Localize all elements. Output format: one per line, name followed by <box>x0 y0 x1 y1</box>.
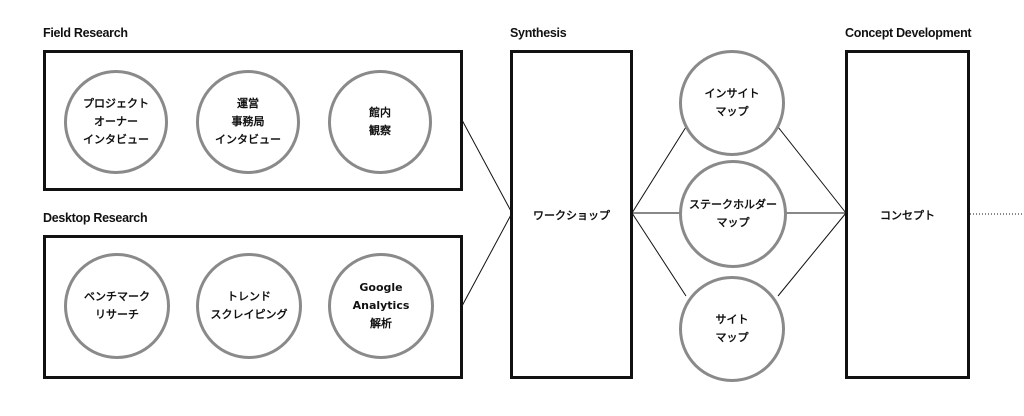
field-research-label: Field Research <box>43 26 128 40</box>
synthesis-item-insight-map: インサイト マップ <box>679 50 785 156</box>
concept-box: コンセプト <box>845 50 970 379</box>
synthesis-item-label: ステークホルダー マップ <box>689 198 777 229</box>
connector-workshop-to-insight <box>631 126 687 214</box>
desktop-item-google-analytics: Google Analytics 解析 <box>328 253 434 359</box>
connector-desktop-to-workshop <box>461 212 513 307</box>
desktop-item-trend-scraping: トレンド スクレイピング <box>196 253 302 359</box>
desktop-item-label: トレンド スクレイピング <box>210 290 288 321</box>
desktop-item-benchmark-research: ベンチマーク リサーチ <box>64 253 170 359</box>
field-item-label: 運営 事務局 インタビュー <box>215 97 281 146</box>
synthesis-item-site-map: サイト マップ <box>679 276 785 382</box>
synthesis-item-label: サイト マップ <box>715 313 749 344</box>
field-item-onsite-observation: 館内 観察 <box>328 70 432 174</box>
concept-development-label: Concept Development <box>845 26 972 40</box>
desktop-item-label: ベンチマーク リサーチ <box>84 290 150 321</box>
desktop-item-label: Google Analytics 解析 <box>352 281 410 330</box>
synthesis-label: Synthesis <box>510 26 567 40</box>
field-item-label: プロジェクト オーナー インタビュー <box>83 97 149 146</box>
synthesis-item-stakeholder-map: ステークホルダー マップ <box>679 160 787 268</box>
workshop-box: ワークショップ <box>510 50 633 379</box>
workshop-label: ワークショップ <box>533 208 610 222</box>
synthesis-item-label: インサイト マップ <box>704 87 760 118</box>
connector-sitemap-to-concept <box>777 212 847 297</box>
connector-field-to-workshop <box>461 119 513 214</box>
concept-label: コンセプト <box>880 208 935 222</box>
connector-insight-to-concept <box>777 126 847 214</box>
connector-workshop-to-sitemap <box>631 212 687 297</box>
field-item-secretariat-interview: 運営 事務局 インタビュー <box>196 70 300 174</box>
field-item-project-owner-interview: プロジェクト オーナー インタビュー <box>64 70 168 174</box>
desktop-research-label: Desktop Research <box>43 211 148 225</box>
field-item-label: 館内 観察 <box>369 106 391 137</box>
